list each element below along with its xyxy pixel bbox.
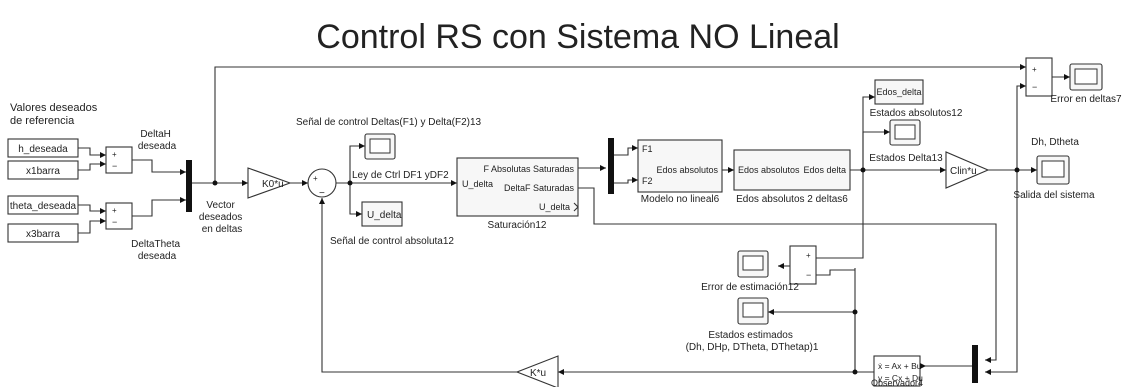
subsystem-edos-absolutos-2-deltas[interactable]: Edos absolutos Edos delta	[733, 149, 851, 191]
label-error-estimacion: Error de estimación12	[701, 282, 799, 293]
svg-text:h_deseada: h_deseada	[18, 144, 68, 155]
label-salida-top: Dh, Dtheta	[1031, 137, 1079, 148]
svg-text:U_delta: U_delta	[539, 202, 570, 212]
label-observador: Observador4	[871, 378, 923, 387]
scope-error-estimacion[interactable]	[737, 250, 769, 278]
goto-edos-delta[interactable]: Edos_delta	[874, 79, 924, 105]
svg-text:DeltaF Saturadas: DeltaF Saturadas	[504, 183, 575, 193]
svg-text:+: +	[112, 150, 117, 159]
diagram-title: Control RS con Sistema NO Lineal	[316, 18, 839, 56]
svg-text:+: +	[112, 206, 117, 215]
svg-text:U_delta: U_delta	[367, 210, 402, 221]
svg-text:+: +	[313, 174, 318, 183]
state-space-observador[interactable]: ẋ = Ax + Bu y = Cx + Du	[873, 355, 923, 387]
scope-estados-delta[interactable]	[889, 119, 921, 146]
svg-text:Edos_delta: Edos_delta	[876, 87, 921, 97]
source-x3barra[interactable]: x3barra	[7, 223, 79, 243]
svg-text:F2: F2	[642, 176, 653, 186]
svg-text:+: +	[806, 251, 811, 260]
scope-salida-sistema[interactable]	[1036, 155, 1070, 185]
svg-text:x3barra: x3barra	[26, 229, 60, 240]
svg-text:K0*u: K0*u	[262, 179, 284, 190]
svg-text:Edos absolutos: Edos absolutos	[738, 165, 800, 175]
svg-text:Edos delta: Edos delta	[803, 165, 846, 175]
label-scope-control-absoluta: Señal de control absoluta12	[330, 236, 454, 247]
label-salida-sistema: Salida del sistema	[1013, 190, 1095, 201]
gain-k[interactable]: K*u	[515, 355, 559, 387]
svg-text:x1barra: x1barra	[26, 166, 60, 177]
junction-dots	[212, 167, 1020, 375]
subsystem-saturacion[interactable]: U_delta F Absolutas Saturadas DeltaF Sat…	[456, 157, 579, 217]
label-ley-ctrl: Ley de Ctrl DF1 yDF2	[352, 170, 449, 181]
svg-text:F Absolutas Saturadas: F Absolutas Saturadas	[483, 164, 574, 174]
scope-estados-estimados[interactable]	[737, 297, 769, 325]
svg-text:F1: F1	[642, 144, 653, 154]
mux-model-input[interactable]	[608, 138, 614, 194]
mux-observer-input[interactable]	[972, 345, 978, 383]
reference-group-label: Valores deseados de referencia	[10, 102, 100, 127]
svg-text:−: −	[112, 161, 117, 171]
svg-text:y = Cx + Du: y = Cx + Du	[878, 373, 923, 383]
sum-main[interactable]: + −	[307, 168, 337, 199]
svg-text:ẋ = Ax + Bu: ẋ = Ax + Bu	[878, 361, 922, 371]
source-theta-deseada[interactable]: theta_deseada	[7, 195, 79, 215]
arrowheads	[100, 64, 1070, 375]
svg-text:theta_deseada: theta_deseada	[10, 201, 77, 212]
sum-error-deltas[interactable]: + −	[1025, 57, 1053, 97]
label-estados-delta: Estados Delta13	[869, 153, 943, 164]
svg-text:−: −	[112, 217, 117, 227]
label-estados-estimados: Estados estimados (Dh, DHp, DTheta, DThe…	[686, 330, 819, 353]
svg-text:Clin*u: Clin*u	[950, 166, 977, 177]
svg-text:−: −	[806, 270, 811, 280]
sum-error-estimacion[interactable]: + −	[789, 245, 817, 285]
scope-control-deltas[interactable]	[364, 133, 396, 160]
source-x1barra[interactable]: x1barra	[7, 160, 79, 180]
subsystem-modelo-no-lineal[interactable]: F1 F2 Edos absolutos	[637, 139, 723, 193]
label-scope-control-deltas: Señal de control Deltas(F1) y Delta(F2)1…	[296, 117, 482, 128]
gain-k0[interactable]: K0*u	[247, 167, 292, 199]
source-h-deseada[interactable]: h_deseada	[7, 138, 79, 158]
scope-error-deltas[interactable]	[1069, 63, 1103, 91]
sum-delta-h[interactable]: + −	[105, 146, 133, 174]
svg-text:−: −	[319, 188, 325, 199]
svg-text:U_delta: U_delta	[462, 179, 493, 189]
mux-vector[interactable]	[186, 160, 192, 212]
label-delta-h: DeltaH deseada	[138, 129, 177, 152]
svg-text:K*u: K*u	[530, 368, 546, 379]
label-error-deltas: Error en deltas7	[1050, 94, 1122, 105]
svg-text:−: −	[1032, 82, 1037, 92]
sum-delta-theta[interactable]: + −	[105, 202, 133, 230]
label-saturacion: Saturación12	[488, 220, 547, 231]
goto-u-delta[interactable]: U_delta	[361, 201, 403, 227]
label-edos-absolutos-2-deltas: Edos absolutos 2 deltas6	[736, 194, 848, 205]
label-vector-deseados: Vector deseados en deltas	[199, 200, 245, 235]
label-delta-theta: DeltaTheta deseada	[131, 239, 183, 262]
label-estados-absolutos: Estados absolutos12	[870, 108, 963, 119]
gain-clin[interactable]: Clin*u	[945, 151, 990, 189]
label-modelo-no-lineal: Modelo no lineal6	[641, 194, 720, 205]
svg-text:+: +	[1032, 65, 1037, 74]
svg-text:Edos absolutos: Edos absolutos	[656, 165, 718, 175]
